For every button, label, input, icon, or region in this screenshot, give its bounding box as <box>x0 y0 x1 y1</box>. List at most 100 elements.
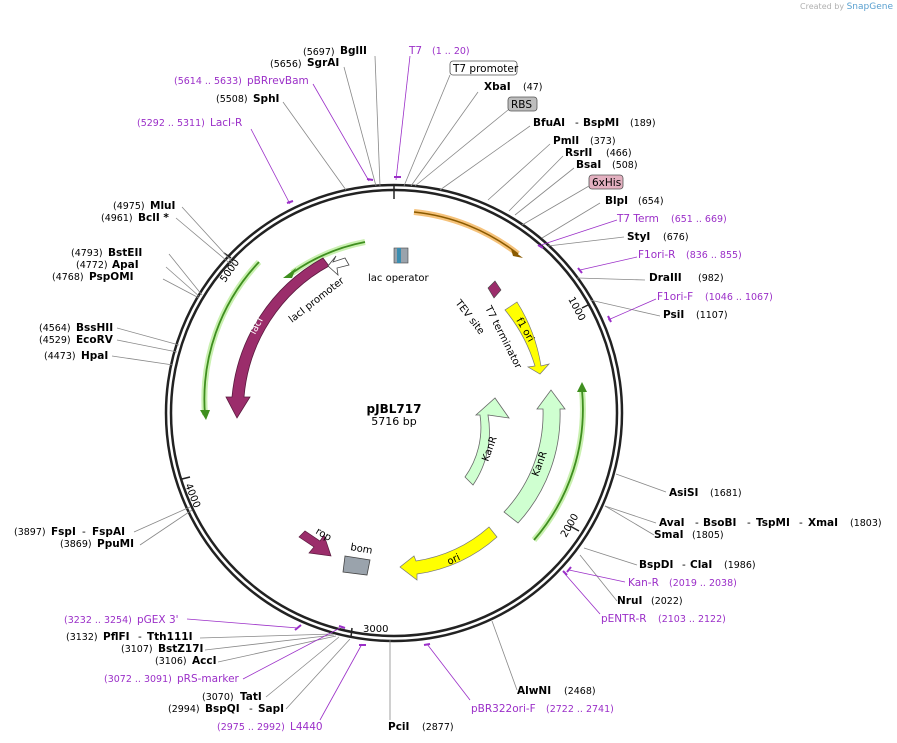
lac-operator-stripe <box>397 248 401 263</box>
watermark-brand: SnapGene <box>846 2 893 12</box>
kan-r-name: Kan-R <box>628 577 659 589</box>
smai-pos: (1805) <box>692 530 724 541</box>
psponmi-pos: (4768) <box>52 272 84 283</box>
lacI-promoter-arrow <box>327 255 350 277</box>
bom-feature <box>342 555 371 576</box>
f1-ori-label: f1 ori <box>513 316 536 344</box>
avai-pos: (1803) <box>850 518 882 529</box>
t7-promoter-label: T7 promoter <box>452 63 519 75</box>
bspqi-name: BspQI <box>205 703 240 715</box>
avai-dash3: - <box>799 517 803 529</box>
pbr322ori-f-range: (2722 .. 2741) <box>546 704 614 715</box>
rsrii-pos: (466) <box>606 148 632 159</box>
bsai-pos: (508) <box>612 160 638 171</box>
xbai-name: XbaI <box>484 81 511 93</box>
sgrai-pos: (5656) <box>270 59 302 70</box>
clai-name: ClaI <box>690 559 712 571</box>
blpi-pos: (654) <box>638 196 664 207</box>
psii-pos: (1107) <box>696 310 728 321</box>
pgex3-name: pGEX 3' <box>137 614 179 626</box>
tati-pos: (3070) <box>202 692 234 703</box>
lacI-feature <box>225 257 330 419</box>
ppumi-pos: (3869) <box>60 539 92 550</box>
bom-label: bom <box>349 542 373 557</box>
tick-label-2000: 2000 <box>559 512 581 540</box>
his-box <box>588 174 624 190</box>
psii-name: PsiI <box>663 309 684 321</box>
ecorv-name: EcoRV <box>76 334 114 346</box>
xmai-name: XmaI <box>808 517 838 529</box>
apai-name: ApaI <box>112 259 139 271</box>
smai-name: SmaI <box>654 529 684 541</box>
avai-name: AvaI <box>659 517 685 529</box>
plasmid-size: 5716 bp <box>371 415 416 428</box>
t7-range: (1 .. 20) <box>432 46 470 57</box>
fspi-pos: (3897) <box>14 527 46 538</box>
t7term-name: T7 Term <box>616 213 659 225</box>
avai-dash1: - <box>695 517 699 529</box>
fspi-name: FspI <box>51 526 76 538</box>
watermark: Created by SnapGene <box>800 2 893 12</box>
pentr-r-name: pENTR-R <box>601 613 647 625</box>
sphi-pos: (5508) <box>216 94 248 105</box>
laci-r-range: (5292 .. 5311) <box>137 118 205 129</box>
bspdi-pos: (1986) <box>724 560 756 571</box>
alwni-name: AlwNI <box>517 685 551 697</box>
f1-ori-feature <box>504 301 551 375</box>
left-green-arrowhead <box>200 410 210 420</box>
t7-orange-arc-core <box>413 211 519 255</box>
bsteii-name: BstEII <box>108 247 142 259</box>
asisi-pos: (1681) <box>710 488 742 499</box>
pflfi-dash: - <box>138 631 142 643</box>
draiii-pos: (982) <box>698 273 724 284</box>
pbrrevbam-name: pBRrevBam <box>247 75 309 87</box>
rbs-leader <box>414 109 509 187</box>
lacI-green-arrowhead <box>283 268 296 278</box>
acci-name: AccI <box>192 655 216 667</box>
rop-feature <box>298 530 332 557</box>
pflfi-pos: (3132) <box>66 632 98 643</box>
pcii-pos: (2877) <box>422 722 454 733</box>
pmli-pos: (373) <box>590 136 616 147</box>
bstz17i-pos: (3107) <box>121 644 153 655</box>
bsai-name: BsaI <box>576 159 601 171</box>
asisi-name: AsiSI <box>669 487 698 499</box>
tick-label-3000: 3000 <box>363 624 388 635</box>
rbs-box <box>507 96 538 112</box>
tati-name: TatI <box>240 691 262 703</box>
tspmi-name: TspMI <box>756 517 790 529</box>
bfuai-pos: (189) <box>630 118 656 129</box>
prs-marker-range: (3072 .. 3091) <box>104 674 172 685</box>
hpai-pos: (4473) <box>44 351 76 362</box>
bsshii-pos: (4564) <box>39 323 71 334</box>
tev-site-marker <box>487 280 502 299</box>
t7-name: T7 <box>408 45 422 57</box>
bspmi-name: BspMI <box>583 117 619 129</box>
bfuai-dash: - <box>575 117 579 129</box>
his-label: 6xHis <box>592 177 621 189</box>
ori-label: ori <box>446 552 462 567</box>
bsobi-name: BsoBI <box>703 517 736 529</box>
bsteii-pos: (4793) <box>71 248 103 259</box>
pbr322ori-f-name: pBR322ori-F <box>471 703 536 715</box>
lacI-promoter-green-core <box>291 241 366 274</box>
alwni-pos: (2468) <box>564 686 596 697</box>
f1ori-r-name: F1ori-R <box>638 249 675 261</box>
bcli-name: BclI * <box>138 212 169 224</box>
nrui-pos: (2022) <box>651 596 683 607</box>
left-green-core <box>203 261 260 416</box>
f1ori-r-range: (836 .. 855) <box>686 250 742 261</box>
hpai-name: HpaI <box>81 350 108 362</box>
mlui-name: MluI <box>150 200 175 212</box>
tth111i-name: Tth111I <box>147 631 192 643</box>
t7term-range: (651 .. 669) <box>671 214 727 225</box>
psponmi-name: PspOMI <box>89 271 134 283</box>
bcli-pos: (4961) <box>101 213 133 224</box>
sgrai-name: SgrAI <box>307 57 339 69</box>
f1ori-f-name: F1ori-F <box>657 291 693 303</box>
t7-promoter-leader <box>403 74 451 187</box>
rbs-label: RBS <box>511 99 532 111</box>
enzyme-leader-lines <box>111 55 667 720</box>
apai-pos: (4772) <box>76 260 108 271</box>
bfuai-name: BfuAI <box>533 117 565 129</box>
